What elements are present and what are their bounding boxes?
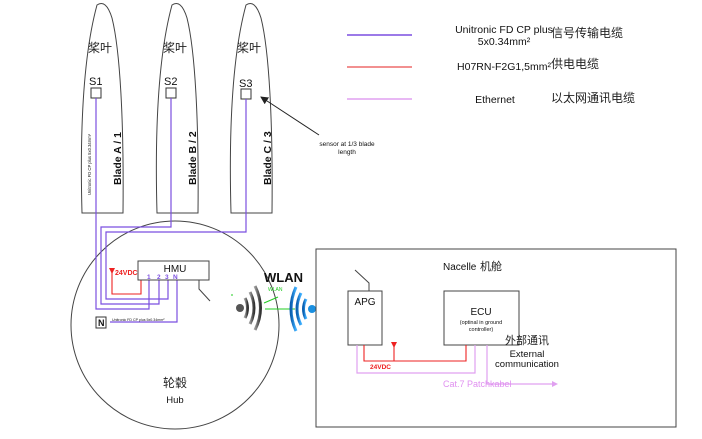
blade-b-sensor-label: S2 [164,76,177,88]
hmu-label: HMU [164,264,187,275]
nacelle-power: 24VDC [363,342,467,371]
apg-label: APG [354,297,375,308]
blade-c-cn: 桨叶 [237,41,261,55]
sensor-note-line2: length [338,149,356,156]
blade-c: 桨叶 S3 Blade C / 3 [229,3,274,214]
blade-a-sensor-label: S1 [89,76,102,88]
ecu-rect [443,290,520,346]
cat7-label: Cat.7 Patchkabel [443,379,512,389]
nacelle-label: Nacelle [443,262,477,273]
external-arrow-icon [552,381,558,387]
nacelle-outline [315,248,677,428]
ecu-note-1: (optinal in ground [460,320,503,326]
blade-c-sensor-label: S3 [239,78,252,90]
hmu-power-marker-icon [109,268,115,274]
legend-signal-spec: 5x0.34mm² [478,36,531,48]
wlan-label: WLAN [264,270,303,285]
hmu-pin-3: 3 [165,274,169,281]
external-line2: communication [495,359,559,370]
legend-ethernet-cn: 以太网通讯电缆 [551,90,635,105]
blade-c-label: Blade C / 3 [262,131,274,185]
hmu-power: 24VDC [109,268,142,295]
blade-b-label: Blade B / 2 [187,131,199,185]
hmu-pin-n: N [173,274,178,281]
blade-b-outline [155,3,199,214]
sensor-s1 [90,87,102,99]
hmu-antenna [198,280,211,302]
wlan-transmitter-icon [236,285,262,331]
hub-label: Hub [166,395,183,406]
cable-s3 [105,99,247,300]
sensor-s3 [240,88,252,100]
blade-a-outline [80,3,124,214]
cable-s2 [100,98,172,305]
hmu-power-wire [111,272,142,295]
hmu-pin-1: 1 [147,274,151,281]
hmu-pin-2: 2 [157,274,161,281]
hub-cn: 轮毂 [163,376,187,390]
legend-signal-name: Unitronic FD CP plus [455,24,553,36]
legend-signal-cn: 信号传输电缆 [551,25,623,40]
hub-outline [70,220,280,430]
sensor-s2 [165,87,177,99]
legend: Unitronic FD CP plus 5x0.34mm² 信号传输电缆 H0… [347,24,635,106]
legend-power-cn: 供电电缆 [551,57,599,71]
blade-a-cable-note: Unitronic FD CP plus 5x0.34mm² [87,133,92,195]
wlan-link: WLAN WLAN [231,270,316,332]
cable-s1 [95,98,150,310]
external-line1: External [510,349,545,360]
nacelle-power-wire [363,345,467,362]
legend-power-name: H07RN-F2G1,5mm² [457,61,551,73]
nacelle-cn: 机舱 [480,259,502,273]
nacelle-power-marker-icon [391,342,397,348]
blade-a: 桨叶 S1 Blade A / 1 Unitronic FD CP plus 5… [80,3,124,214]
blade-b-cn: 桨叶 [163,41,187,55]
blade-a-cn: 桨叶 [88,41,112,55]
wlan-receiver-icon [289,286,316,332]
n-box [95,316,107,329]
cat7-cable [356,345,476,374]
ecu-note-2: controller) [469,327,494,333]
nacelle-power-label: 24VDC [370,364,391,371]
signal-cables [95,98,247,323]
n-cable-note: Unitronic FD CP plus 5x0.34mm² [112,318,165,322]
wlan-green-diag [263,296,279,304]
external-cn: 外部通讯 [505,333,549,347]
ethernet-cables [356,345,558,387]
legend-ethernet-name: Ethernet [475,94,515,106]
apg-box: APG [347,269,383,346]
apg-antenna [354,269,370,291]
n-box-label: N [98,318,105,328]
hmu-rect [137,260,210,281]
wlan-sublabel: WLAN [268,287,283,293]
sensor-note-line1: sensor at 1/3 blade [319,141,375,148]
ecu-label: ECU [470,307,491,318]
sensor-note-arrow [260,96,320,136]
blade-b: 桨叶 S2 Blade B / 2 [155,3,199,214]
hmu-box: HMU 1 2 3 N [137,260,211,302]
external-cable [486,345,552,385]
cable-n [110,280,178,323]
blade-a-label: Blade A / 1 [112,132,124,185]
blade-c-outline [229,3,273,214]
apg-rect [347,290,383,346]
hmu-power-label: 24VDC [115,270,138,277]
ecu-box: ECU (optinal in ground controller) [443,290,520,346]
